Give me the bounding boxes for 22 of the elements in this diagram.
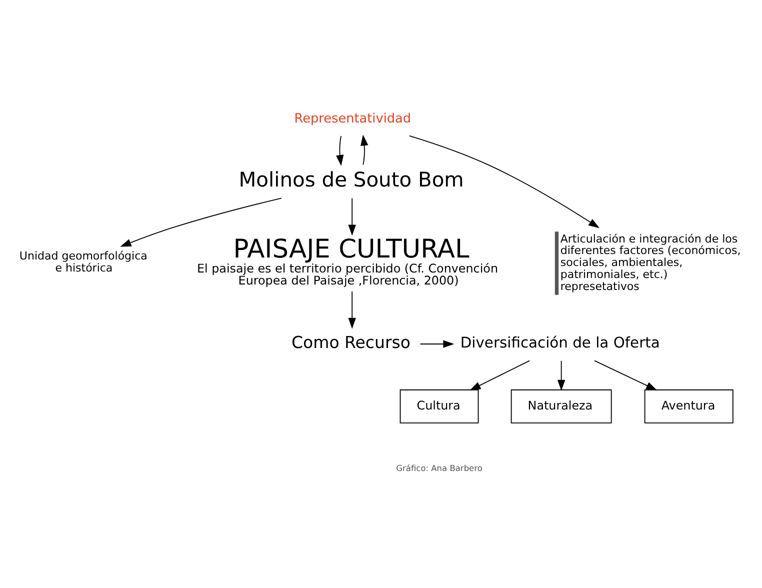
arrow — [348, 291, 356, 329]
arrow — [336, 136, 344, 166]
arrow — [594, 360, 658, 390]
arrow — [470, 360, 530, 390]
node-text: Representatividad — [294, 112, 412, 127]
arrow — [348, 198, 356, 236]
arrow — [360, 134, 368, 166]
node-text: Diversificación de la Oferta — [460, 334, 660, 352]
node-text: Unidad geomorfológica e histórica — [19, 250, 148, 275]
arrow — [120, 198, 282, 247]
node-box: Aventura — [644, 389, 734, 424]
node-text: Molinos de Souto Bom — [238, 168, 464, 192]
node-box — [554, 232, 559, 295]
arrow — [420, 340, 454, 348]
node-box: Naturaleza — [510, 389, 612, 424]
node-text: Como Recurso — [292, 333, 410, 352]
node-label: Articulación e integración de los diferentes factores (económicos, sociales, ambientales, patrimoniales, etc.) represetativos — [560, 232, 741, 293]
node-text: PAISAJE CULTURAL El paisaje es el territorio percibido (Cf. Convención Europea del Paisaje ,Florencia, 2000) — [197, 234, 498, 288]
node-box: Cultura — [400, 389, 479, 424]
label: Gráfico: Ana Barbero — [396, 462, 482, 473]
arrow — [408, 135, 600, 228]
arrow — [557, 360, 566, 391]
